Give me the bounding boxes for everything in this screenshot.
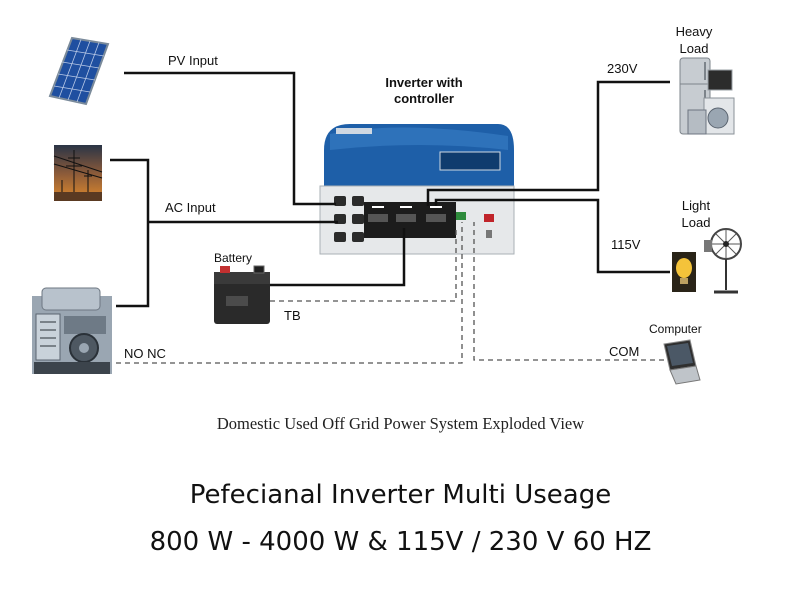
light-load-label: Light Load bbox=[681, 198, 711, 230]
solar-panel-icon bbox=[48, 36, 110, 106]
generator-engine-icon bbox=[32, 287, 112, 374]
solid-wiring bbox=[110, 71, 670, 308]
heavy-load-appliances-icon bbox=[679, 57, 735, 135]
inverter-unit-icon bbox=[319, 124, 515, 255]
battery-label: Battery bbox=[214, 251, 253, 265]
inverter-label: Inverter with controller bbox=[385, 75, 463, 106]
diagram-caption: Domestic Used Off Grid Power System Expl… bbox=[216, 414, 585, 433]
voltage-115-label: 115V bbox=[611, 237, 641, 252]
computer-laptop-icon bbox=[663, 339, 701, 385]
tb-label: TB bbox=[284, 308, 301, 323]
ac-input-label: AC Input bbox=[165, 200, 216, 215]
pv-input-label: PV Input bbox=[168, 53, 218, 68]
com-label: COM bbox=[609, 344, 640, 359]
computer-label: Computer bbox=[649, 322, 702, 336]
spec-line: 800 W - 4000 W & 115V / 230 V 60 HZ bbox=[149, 527, 652, 557]
headline: Pefecianal Inverter Multi Useage bbox=[189, 480, 612, 510]
heavy-load-label: Heavy Load bbox=[675, 24, 713, 56]
light-load-bulb-fan-icon bbox=[672, 228, 742, 294]
battery-icon bbox=[214, 265, 270, 324]
dashed-signal-wiring bbox=[116, 222, 664, 364]
no-nc-label: NO NC bbox=[124, 346, 166, 361]
voltage-230-label: 230V bbox=[607, 61, 638, 76]
grid-power-line-icon bbox=[53, 145, 103, 201]
